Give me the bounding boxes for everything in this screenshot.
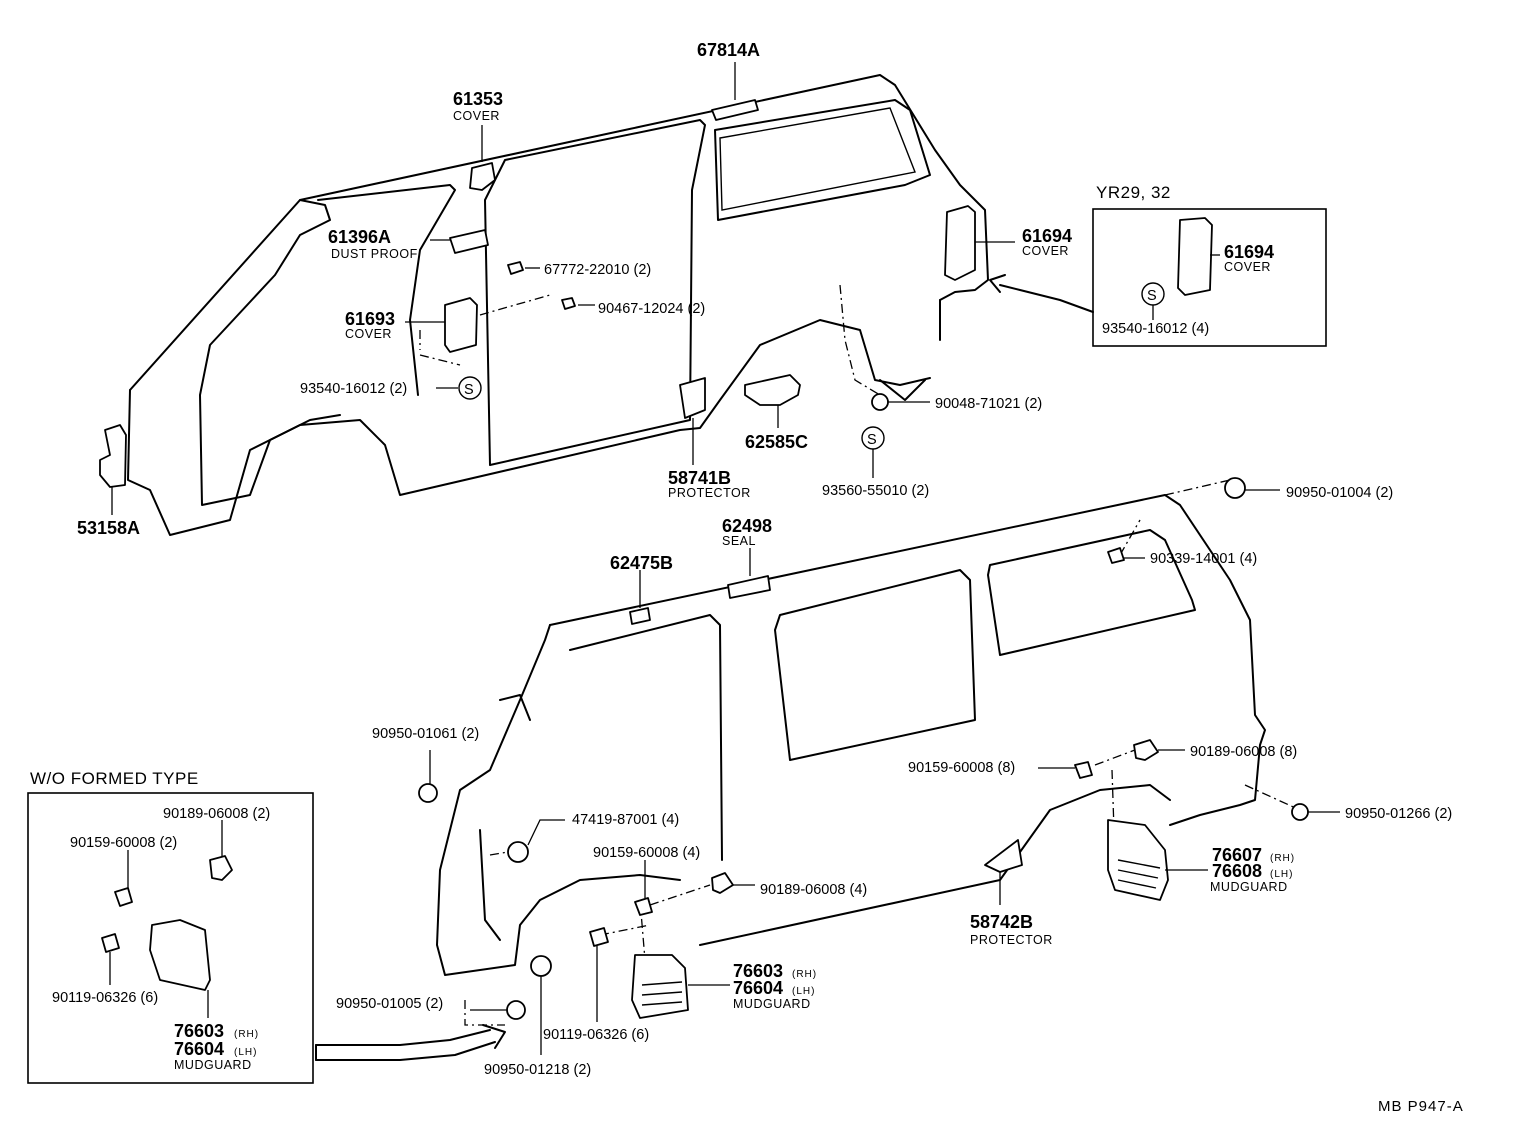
- label-76603: 76603: [733, 961, 783, 981]
- side-76603: (RH): [792, 969, 817, 980]
- label-90950-01218: 90950-01218 (2): [484, 1062, 591, 1078]
- arrows: [315, 274, 1094, 1061]
- label-93540-16012-4: 93540-16012 (4): [1102, 321, 1209, 337]
- label-58742B: 58742B: [970, 912, 1033, 932]
- inset-box-wo: [27, 792, 314, 1084]
- label-76604-inset: 76604: [174, 1039, 224, 1059]
- upper-body-outline: [127, 74, 989, 536]
- label-76604: 76604: [733, 978, 783, 998]
- desc-62498: SEAL: [722, 534, 756, 548]
- lower-body-outline: [436, 479, 1301, 1026]
- label-61694: 61694: [1022, 226, 1072, 246]
- label-76607: 76607: [1212, 845, 1262, 865]
- inset-title-yr: YR29, 32: [1096, 183, 1171, 202]
- s-mark-1: S: [464, 382, 474, 398]
- label-90950-01266: 90950-01266 (2): [1345, 806, 1452, 822]
- label-47419-87001: 47419-87001 (4): [572, 812, 679, 828]
- label-58741B: 58741B: [668, 468, 731, 488]
- label-61353: 61353: [453, 89, 503, 109]
- leader-lines: [109, 62, 1340, 1055]
- label-67814A: 67814A: [697, 40, 760, 60]
- desc-61353: COVER: [453, 109, 500, 123]
- desc-76603: MUDGUARD: [733, 997, 811, 1011]
- label-90189-06008-8: 90189-06008 (8): [1190, 744, 1297, 760]
- label-61396A: 61396A: [328, 227, 391, 247]
- label-93560-55010: 93560-55010 (2): [822, 483, 929, 499]
- label-67772-22010: 67772-22010 (2): [544, 262, 651, 278]
- label-90119-06326-a: 90119-06326 (6): [543, 1027, 649, 1043]
- inset-box-yr: [1092, 208, 1327, 347]
- desc-61694: COVER: [1022, 244, 1069, 258]
- s-mark-3: S: [1147, 288, 1157, 304]
- label-90159-60008-4: 90159-60008 (4): [593, 845, 700, 861]
- diagram-reference: MB P947-A: [1378, 1098, 1464, 1115]
- label-90159-60008-2: 90159-60008 (2): [70, 835, 177, 851]
- desc-61693: COVER: [345, 327, 392, 341]
- label-61694-inset: 61694: [1224, 242, 1274, 262]
- label-62585C: 62585C: [745, 432, 808, 452]
- label-90950-01061: 90950-01061 (2): [372, 726, 479, 742]
- label-76603-inset: 76603: [174, 1021, 224, 1041]
- side-76608: (LH): [1270, 869, 1293, 880]
- part-shapes: [99, 99, 1309, 1020]
- label-90950-01005: 90950-01005 (2): [336, 996, 443, 1012]
- desc-61694-inset: COVER: [1224, 260, 1271, 274]
- side-76603-inset: (RH): [234, 1029, 259, 1040]
- side-76604-inset: (LH): [234, 1047, 257, 1058]
- inset-title-wo: W/O FORMED TYPE: [30, 769, 199, 788]
- label-90467-12024: 90467-12024 (2): [598, 301, 705, 317]
- label-90189-06008-4: 90189-06008 (4): [760, 882, 867, 898]
- desc-76607: MUDGUARD: [1210, 880, 1288, 894]
- label-90189-06008-2: 90189-06008 (2): [163, 806, 270, 822]
- side-76604: (LH): [792, 986, 815, 997]
- label-93540-16012-2: 93540-16012 (2): [300, 381, 407, 397]
- label-53158A: 53158A: [77, 518, 140, 538]
- label-90950-01004: 90950-01004 (2): [1286, 485, 1393, 501]
- label-90339-14001: 90339-14001 (4): [1150, 551, 1257, 567]
- label-62498: 62498: [722, 516, 772, 536]
- label-90159-60008-8: 90159-60008 (8): [908, 760, 1015, 776]
- label-61693: 61693: [345, 309, 395, 329]
- label-76608: 76608: [1212, 861, 1262, 881]
- desc-58742B: PROTECTOR: [970, 933, 1053, 947]
- s-mark-2: S: [867, 432, 877, 448]
- desc-61396A: DUST PROOF: [331, 247, 418, 261]
- label-90048-71021: 90048-71021 (2): [935, 396, 1042, 412]
- label-90119-06326-b: 90119-06326 (6): [52, 990, 158, 1006]
- label-62475B: 62475B: [610, 553, 673, 573]
- desc-58741B: PROTECTOR: [668, 486, 751, 500]
- desc-76603-inset: MUDGUARD: [174, 1058, 252, 1072]
- side-76607: (RH): [1270, 853, 1295, 864]
- labels: 67814A 61353 COVER 61396A DUST PROOF 677…: [30, 40, 1464, 1115]
